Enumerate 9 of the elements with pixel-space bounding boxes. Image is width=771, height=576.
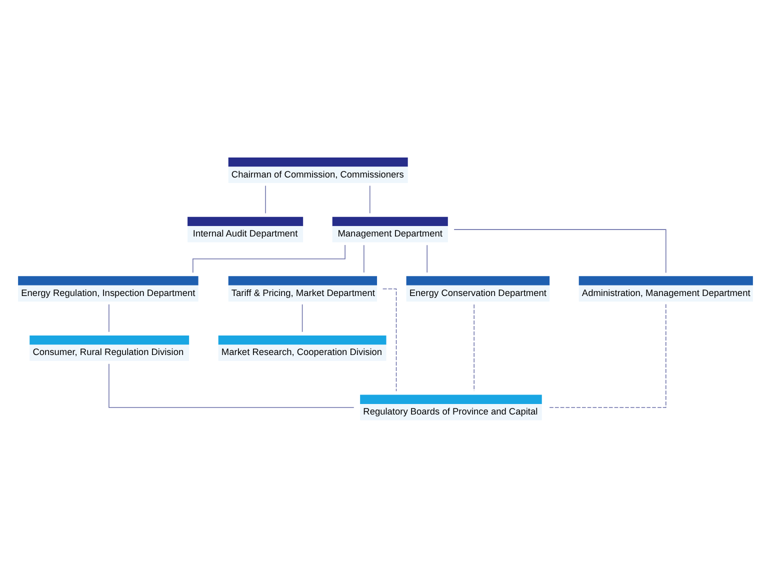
connector [108, 304, 110, 332]
connector [548, 303, 666, 408]
connector [265, 184, 266, 214]
connector [426, 244, 428, 272]
connector [192, 244, 346, 273]
connector [454, 228, 666, 273]
connector [302, 304, 303, 332]
connector [382, 288, 397, 392]
connector [108, 362, 354, 408]
